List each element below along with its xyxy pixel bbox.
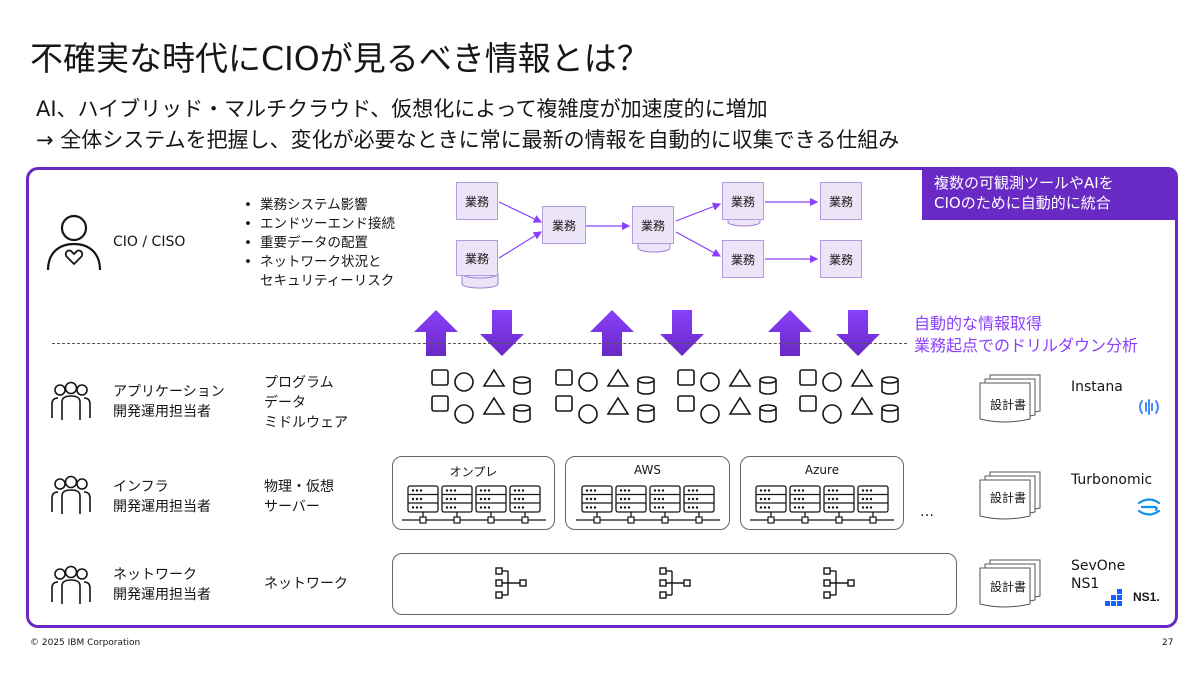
list-item: セキュリティーリスク bbox=[260, 273, 395, 289]
list-item: エンドツーエンド接続 bbox=[244, 215, 395, 234]
list-item: ネットワーク状況と bbox=[244, 253, 395, 272]
kind-item: データ bbox=[264, 395, 306, 411]
environment-label: Azure bbox=[804, 463, 840, 477]
product-name-sevone: SevOne bbox=[1071, 558, 1126, 574]
business-node: 業務 bbox=[542, 206, 586, 244]
app-role-label: アプリケーション 開発運用担当者 bbox=[113, 382, 225, 422]
network-area bbox=[392, 553, 957, 615]
note-line-1: 自動的な情報取得 bbox=[914, 314, 1043, 333]
network-topology-icons bbox=[495, 567, 855, 599]
application-components bbox=[431, 369, 899, 424]
doc-label: 設計書 bbox=[990, 580, 1027, 594]
environment-aws: AWS bbox=[565, 456, 730, 530]
page-number: 27 bbox=[1162, 638, 1174, 648]
note-line-2: 業務起点でのドリルダウン分析 bbox=[914, 336, 1139, 355]
team-icon bbox=[51, 475, 91, 514]
app-layer-kinds: プログラム データ ミドルウェア bbox=[264, 373, 348, 433]
list-item: 重要データの配置 bbox=[244, 234, 395, 253]
kind-item: ネットワーク bbox=[264, 576, 348, 592]
more-environments: … bbox=[920, 504, 934, 520]
integration-badge: 複数の可観測ツールやAIを CIOのために自動的に統合 bbox=[922, 167, 1178, 220]
up-down-arrows bbox=[414, 310, 880, 356]
product-name-turbonomic: Turbonomic bbox=[1071, 472, 1153, 488]
turbonomic-logo-icon bbox=[1137, 498, 1161, 516]
role-name: ネットワーク bbox=[113, 567, 197, 583]
team-icon bbox=[51, 565, 91, 604]
page-title: 不確実な時代にCIOが見るべき情報とは？ bbox=[30, 39, 650, 78]
business-node: 業務 bbox=[632, 206, 674, 244]
environment-onprem: オンプレ bbox=[392, 456, 555, 530]
business-node: 業務 bbox=[456, 240, 498, 276]
subtitle-line-2: → 全体システムを把握し、変化が必要なときに常に最新の情報を自動的に収集できる仕… bbox=[36, 128, 900, 152]
design-doc-icon bbox=[979, 471, 1041, 520]
business-node: 業務 bbox=[722, 182, 764, 220]
list-item: 業務システム影響 bbox=[244, 196, 395, 215]
role-name: アプリケーション bbox=[113, 384, 225, 400]
kind-item: プログラム bbox=[264, 375, 334, 391]
server-racks bbox=[400, 484, 900, 524]
infra-role-label: インフラ 開発運用担当者 bbox=[113, 477, 211, 517]
copyright-footer: © 2025 IBM Corporation bbox=[30, 638, 141, 648]
ns1-logo-icon bbox=[1105, 589, 1122, 606]
instana-logo-icon bbox=[1139, 399, 1159, 415]
ns1-logo-text: NS1. bbox=[1133, 590, 1160, 604]
dashed-divider bbox=[52, 343, 907, 344]
badge-line-1: 複数の可観測ツールやAIを bbox=[934, 174, 1114, 192]
environment-azure: Azure bbox=[740, 456, 904, 530]
kind-item: 物理・仮想 bbox=[264, 479, 334, 495]
cio-concerns-list: 業務システム影響 エンドツーエンド接続 重要データの配置 ネットワーク状況と セ… bbox=[244, 196, 395, 291]
person-heart-icon bbox=[46, 214, 102, 271]
role-title: 開発運用担当者 bbox=[113, 587, 211, 603]
team-icon bbox=[51, 381, 91, 420]
design-doc-icon bbox=[979, 559, 1041, 608]
network-layer-kinds: ネットワーク bbox=[264, 574, 348, 594]
role-name: インフラ bbox=[113, 479, 169, 495]
business-node: 業務 bbox=[820, 240, 862, 278]
environment-label: AWS bbox=[633, 463, 662, 477]
product-name-ns1: NS1 bbox=[1071, 576, 1100, 592]
kind-item: ミドルウェア bbox=[264, 415, 348, 431]
network-role-label: ネットワーク 開発運用担当者 bbox=[113, 565, 211, 605]
design-doc-icon bbox=[979, 374, 1041, 423]
role-title: 開発運用担当者 bbox=[113, 499, 211, 515]
environment-label: オンプレ bbox=[449, 465, 498, 479]
diagram-frame bbox=[26, 167, 1178, 628]
infra-layer-kinds: 物理・仮想 サーバー bbox=[264, 477, 334, 517]
kind-item: サーバー bbox=[264, 499, 320, 515]
business-node: 業務 bbox=[456, 182, 498, 220]
doc-label: 設計書 bbox=[990, 491, 1027, 505]
cio-role-label: CIO / CISO bbox=[113, 234, 186, 250]
drilldown-note: 自動的な情報取得 業務起点でのドリルダウン分析 bbox=[914, 313, 1138, 357]
doc-label: 設計書 bbox=[990, 398, 1027, 412]
subtitle-line-1: AI、ハイブリッド・マルチクラウド、仮想化によって複雑度が加速度的に増加 bbox=[36, 97, 768, 121]
business-node: 業務 bbox=[820, 182, 862, 220]
product-name-instana: Instana bbox=[1071, 379, 1123, 395]
business-node: 業務 bbox=[722, 240, 764, 278]
badge-line-2: CIOのために自動的に統合 bbox=[934, 194, 1111, 212]
role-title: 開発運用担当者 bbox=[113, 404, 211, 420]
